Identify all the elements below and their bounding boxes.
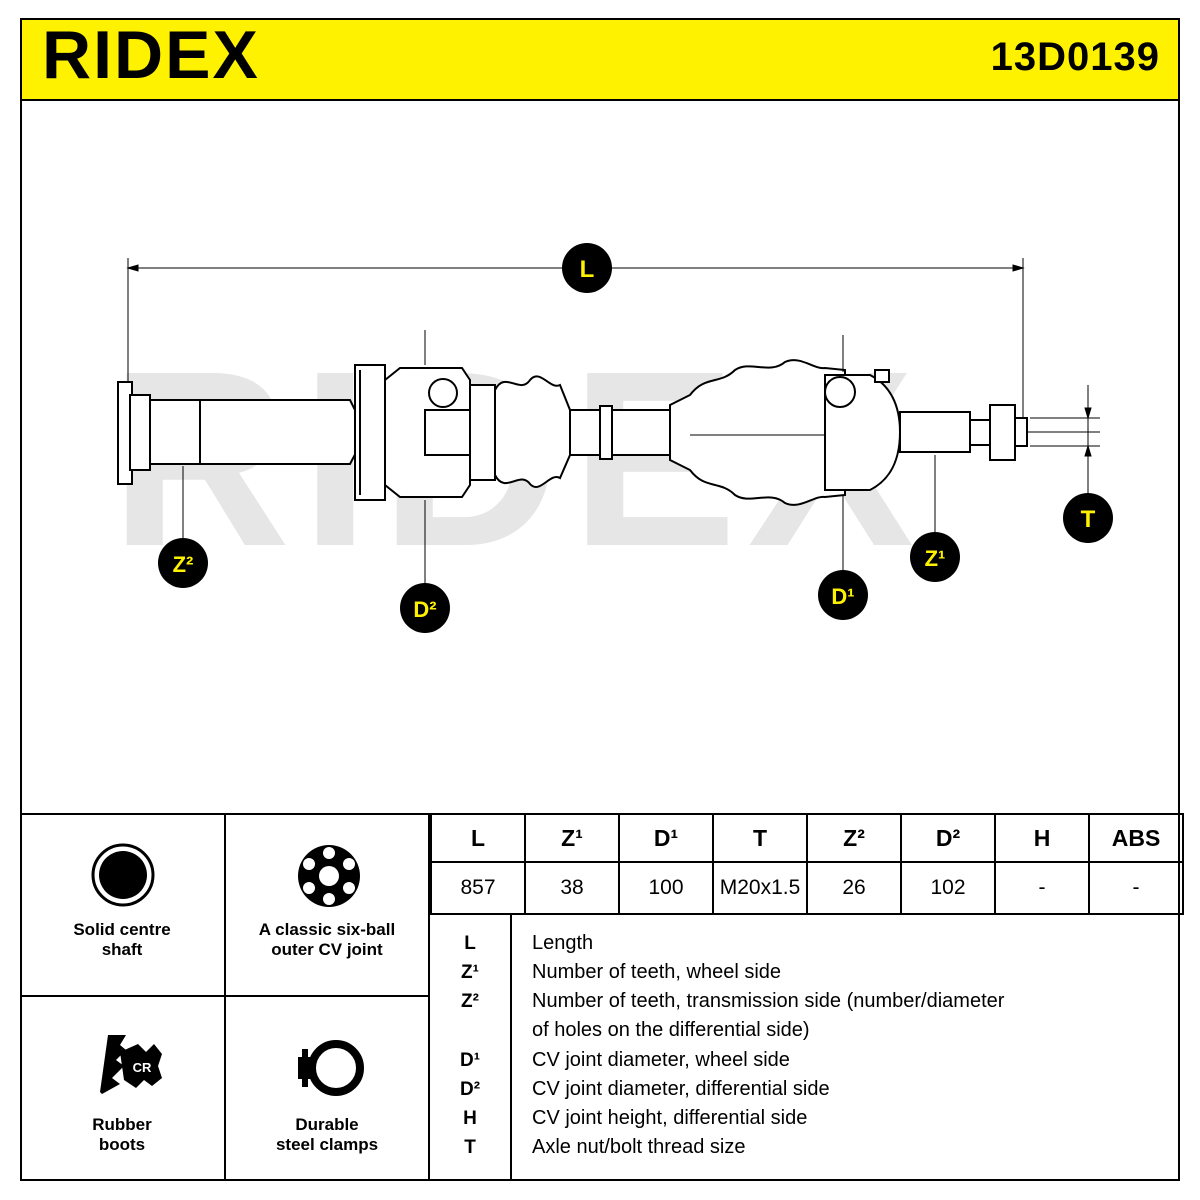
legend-row: D² CV joint diameter, differential side <box>430 1075 1180 1104</box>
legend-description: Axle nut/bolt thread size <box>532 1136 746 1158</box>
feature-label-line1: Durable <box>295 1115 359 1134</box>
spec-header: H <box>994 813 1090 863</box>
legend-description: Number of teeth, wheel side <box>532 961 782 983</box>
svg-text:D²: D² <box>413 597 436 622</box>
inner-cv-joint <box>384 367 496 498</box>
feature-label-line2: boots <box>98 1135 146 1154</box>
specs-table: L Z¹ D¹ T Z² D² H ABS 857 38 100 M20x1.5… <box>430 813 1184 915</box>
feature-label-line1: A classic six-ball <box>258 920 396 939</box>
svg-text:Z²: Z² <box>173 552 194 577</box>
legend-row: H CV joint height, differential side <box>430 1104 1180 1133</box>
callout-L: L <box>562 243 612 293</box>
leader-lines <box>182 330 936 585</box>
spec-header: D¹ <box>618 813 714 863</box>
feature-solid-shaft: Solid centre shaft <box>20 813 226 997</box>
legend-row: Z² Number of teeth, transmission side (n… <box>430 987 1180 1016</box>
legend-row: of holes on the differential side) <box>430 1016 1180 1045</box>
wheel-stub <box>899 404 1028 461</box>
centre-shaft <box>569 405 671 460</box>
spec-value: 38 <box>524 861 620 915</box>
callout-Z2: Z² <box>158 538 208 588</box>
rubber-boot-icon: CR <box>100 1035 162 1094</box>
feature-rubber-boots: CR Rubber boots <box>20 997 226 1181</box>
spec-header: T <box>712 813 808 863</box>
legend-row: Z¹ Number of teeth, wheel side <box>430 958 1180 987</box>
legend-symbol: L <box>464 933 476 954</box>
legend-description: of holes on the differential side) <box>532 1019 810 1041</box>
spec-value: - <box>1088 861 1184 915</box>
spec-header: Z² <box>806 813 902 863</box>
legend-symbol: D² <box>459 1079 481 1100</box>
spec-header: L <box>430 813 526 863</box>
outer-cv-joint <box>824 369 902 491</box>
driveshaft-drawing: RIDEX <box>110 243 1113 633</box>
svg-text:D¹: D¹ <box>831 584 854 609</box>
legend-row: L Length <box>430 929 1180 958</box>
feature-six-ball-joint: A classic six-ball outer CV joint <box>226 813 430 997</box>
outer-frame <box>20 18 1180 1181</box>
feature-steel-clamps: Durable steel clamps <box>226 997 430 1181</box>
svg-text:CR: CR <box>133 1060 152 1075</box>
spec-header: D² <box>900 813 996 863</box>
feature-label-line1: Solid centre <box>73 920 171 939</box>
feature-label-line1: Rubber <box>92 1115 152 1134</box>
legend-symbol: D¹ <box>459 1050 481 1071</box>
legend-symbol: Z² <box>461 991 479 1012</box>
svg-text:T: T <box>1081 506 1096 533</box>
callout-D1: D¹ <box>818 570 868 620</box>
specs-value-row: 857 38 100 M20x1.5 26 102 - - <box>430 861 1184 915</box>
callout-Z1: Z¹ <box>910 532 960 582</box>
legend-description: CV joint diameter, differential side <box>532 1078 830 1100</box>
svg-text:L: L <box>580 256 595 283</box>
spec-header: Z¹ <box>524 813 620 863</box>
legend-row: T Axle nut/bolt thread size <box>430 1133 1180 1162</box>
part-number: 13D0139 <box>990 35 1160 79</box>
legend-symbol: Z¹ <box>461 962 479 983</box>
outer-boot <box>669 359 846 506</box>
spec-value: 102 <box>900 861 996 915</box>
brand-logo: RIDEX <box>42 17 302 95</box>
legend-description: CV joint diameter, wheel side <box>532 1049 790 1071</box>
thread-dimension <box>1030 385 1100 500</box>
ridex-logo: RIDEX <box>42 17 260 93</box>
solid-shaft-icon <box>91 843 155 907</box>
callout-D2: D² <box>400 583 450 633</box>
legend-description: CV joint height, differential side <box>532 1107 808 1129</box>
feature-label-line2: shaft <box>101 940 143 959</box>
spec-header: ABS <box>1088 813 1184 863</box>
svg-text:RIDEX: RIDEX <box>42 20 260 90</box>
legend-row: D¹ CV joint diameter, wheel side <box>430 1046 1180 1075</box>
legend-divider <box>510 915 512 1181</box>
spec-value: - <box>994 861 1090 915</box>
feature-label-line2: outer CV joint <box>271 940 383 959</box>
legend-symbol: T <box>464 1137 476 1158</box>
spec-value: M20x1.5 <box>712 861 808 915</box>
feature-label-line2: steel clamps <box>275 1135 379 1154</box>
legend-description: Number of teeth, transmission side (numb… <box>532 990 1005 1012</box>
spec-value: 26 <box>806 861 902 915</box>
legend-symbol: H <box>463 1108 477 1129</box>
six-ball-joint-icon <box>298 845 360 907</box>
spec-value: 100 <box>618 861 714 915</box>
inner-boot <box>494 375 571 488</box>
specs-header-row: L Z¹ D¹ T Z² D² H ABS <box>430 813 1184 863</box>
spec-value: 857 <box>430 861 526 915</box>
transmission-housing <box>117 364 386 501</box>
steel-clamp-icon <box>298 1040 364 1096</box>
legend: L Length Z¹ Number of teeth, wheel side … <box>430 913 1180 1181</box>
svg-text:Z¹: Z¹ <box>925 546 946 571</box>
legend-description: Length <box>532 932 594 954</box>
callout-T: T <box>1063 493 1113 543</box>
